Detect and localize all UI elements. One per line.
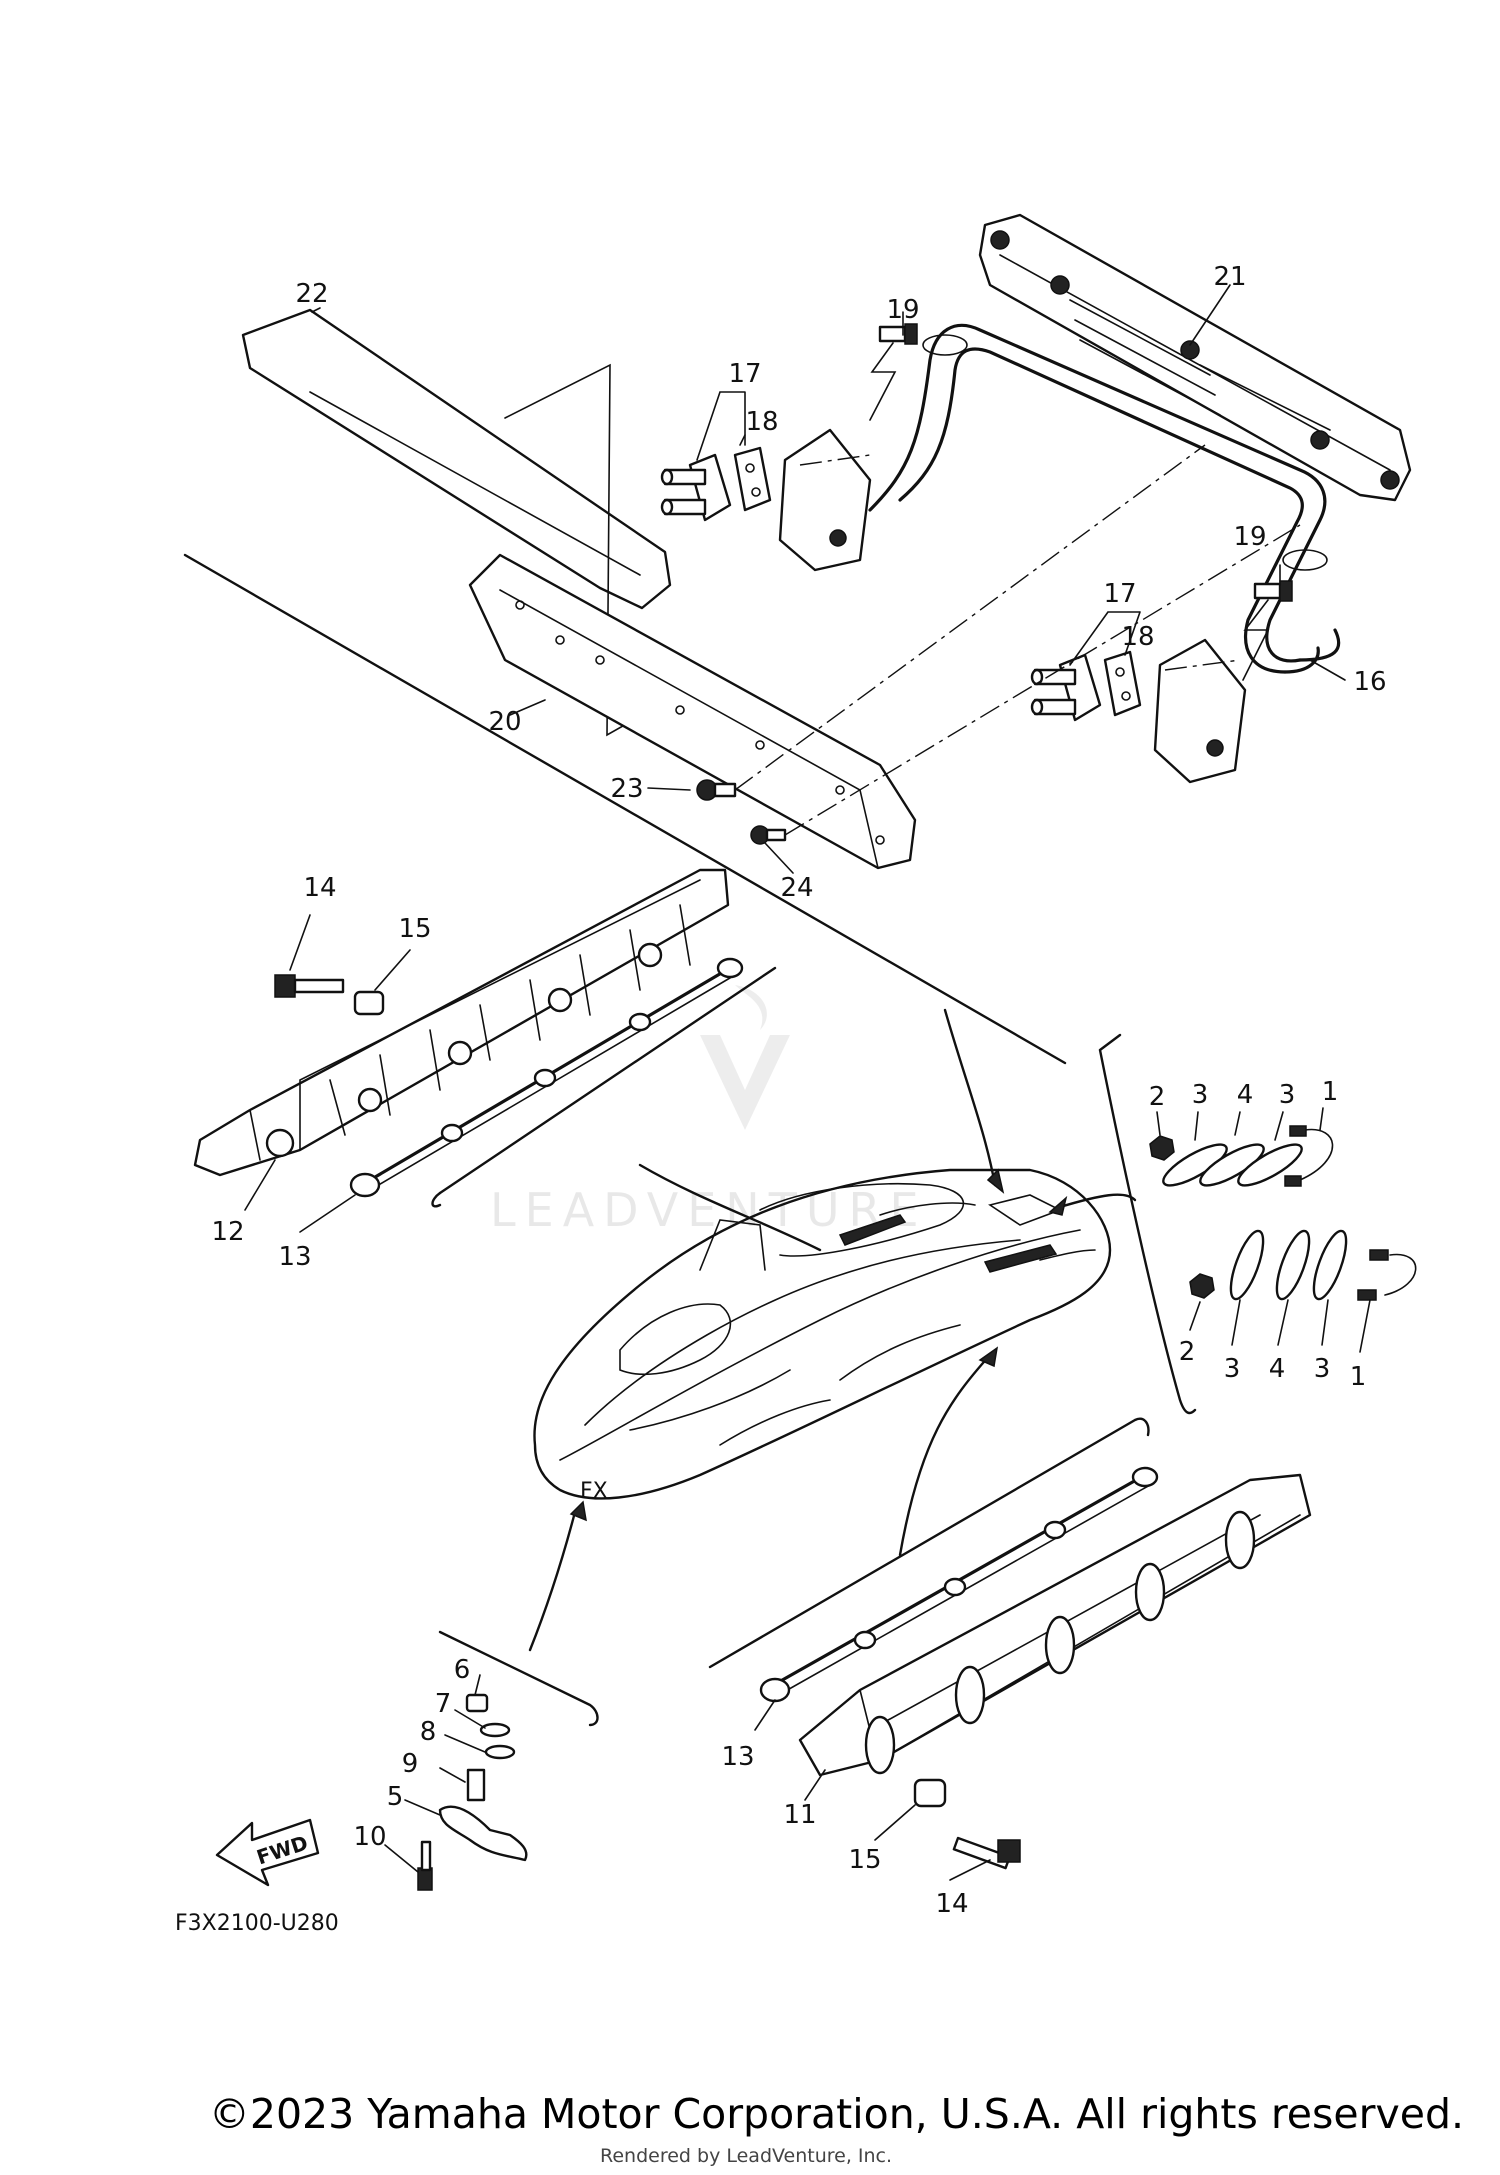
- callout-18-upper: 18: [745, 407, 778, 437]
- bolt-14b: [952, 1836, 1021, 1870]
- rail-studs-13: [349, 957, 744, 1198]
- washer-3c: [1229, 1229, 1265, 1301]
- rail-group-frame: [438, 966, 777, 1195]
- collar-15b: [913, 1778, 947, 1808]
- nut-2b: [1189, 1273, 1215, 1299]
- callout-8: 8: [420, 1717, 437, 1747]
- callout-24: 24: [780, 873, 813, 903]
- callout-18-lower: 18: [1121, 622, 1154, 652]
- callout-9: 9: [402, 1749, 419, 1779]
- bolt-9: [466, 1768, 486, 1802]
- watermark-text: LEADVENTURE: [490, 1183, 928, 1237]
- collar-15a: [353, 990, 385, 1016]
- callout-3-lower-b: 3: [1314, 1354, 1331, 1384]
- callout-23: 23: [610, 774, 643, 804]
- callout-3-lower-a: 3: [1224, 1354, 1241, 1384]
- side-rail-lower-assembly: [708, 1417, 1312, 1881]
- callout-22: 22: [295, 279, 328, 309]
- boarding-step-assembly: [183, 213, 1412, 1065]
- washer-3b: [1237, 1143, 1303, 1187]
- callout-2-upper: 2: [1149, 1082, 1166, 1112]
- screw-10: [417, 1867, 433, 1891]
- callout-13-upper: 13: [278, 1242, 311, 1272]
- u-bolt-1b: [1384, 1253, 1417, 1296]
- callout-19-lower: 19: [1233, 522, 1266, 552]
- washer-8: [484, 1744, 516, 1760]
- fwd-arrow-icon: FWD: [215, 1818, 320, 1887]
- callout-1-upper: 1: [1322, 1077, 1339, 1107]
- handle-hardware-assembly: [1098, 1033, 1417, 1415]
- gasket-18a: [733, 446, 772, 512]
- leadventure-watermark: LEADVENTURE: [490, 985, 928, 1237]
- handle-bar-16: [868, 323, 1327, 674]
- callout-20: 20: [488, 707, 521, 737]
- callout-16: 16: [1353, 667, 1386, 697]
- group-divider-line: [183, 553, 1067, 1065]
- watercraft-illustration: FX: [528, 1008, 1137, 1652]
- spacer-4b: [1275, 1229, 1311, 1301]
- callout-15-lower: 15: [848, 1845, 881, 1875]
- callout-3-upper-b: 3: [1279, 1080, 1296, 1110]
- callout-17-upper: 17: [728, 359, 761, 389]
- screw-23: [696, 779, 737, 801]
- callout-14-upper: 14: [303, 873, 336, 903]
- gasket-18b: [1103, 650, 1142, 717]
- arrow-to-rail: [638, 1163, 822, 1252]
- stud-plate-17a: [660, 453, 732, 522]
- stud-plate-17b: [1030, 653, 1102, 722]
- washer-7: [479, 1722, 511, 1738]
- callout-17-lower: 17: [1103, 579, 1136, 609]
- nut-6: [465, 1693, 489, 1713]
- washer-3a: [1162, 1143, 1228, 1187]
- callout-2-lower: 2: [1179, 1337, 1196, 1367]
- callout-6: 6: [454, 1655, 471, 1685]
- callout-3-upper-a: 3: [1192, 1080, 1209, 1110]
- callout-5: 5: [387, 1782, 404, 1812]
- arrow-to-step: [943, 1008, 997, 1187]
- side-rail-upper-assembly: [193, 868, 777, 1233]
- callout-14-lower: 14: [935, 1889, 968, 1919]
- callout-1-lower: 1: [1350, 1362, 1367, 1392]
- bolt-19b: [1253, 580, 1293, 602]
- diagram-code: F3X2100-U280: [175, 1911, 339, 1936]
- arrow-to-hook: [528, 1510, 577, 1652]
- mount-block-left: [778, 428, 872, 572]
- tow-hook-assembly: FWD: [215, 1630, 599, 1891]
- rendered-by-credit: Rendered by LeadVenture, Inc.: [600, 2145, 893, 2167]
- washer-3d: [1312, 1229, 1348, 1301]
- callout-13-lower: 13: [721, 1742, 754, 1772]
- nut-2a: [1149, 1135, 1175, 1161]
- svg-text:FX: FX: [580, 1479, 608, 1504]
- step-bracket-20: [468, 553, 917, 870]
- callout-21: 21: [1213, 262, 1246, 292]
- screw-24: [750, 825, 787, 845]
- callout-19-upper: 19: [886, 295, 919, 325]
- callout-11: 11: [783, 1800, 816, 1830]
- copyright-notice: ©2023 Yamaha Motor Corporation, U.S.A. A…: [208, 2090, 1464, 2138]
- hook-5: [438, 1805, 528, 1862]
- callout-7: 7: [435, 1689, 452, 1719]
- arrow-to-lower-rail: [898, 1353, 992, 1557]
- spacer-4a: [1199, 1143, 1265, 1187]
- callout-4-upper: 4: [1237, 1080, 1254, 1110]
- arrow-to-handle-hardware: [1058, 1193, 1137, 1209]
- callout-12: 12: [211, 1217, 244, 1247]
- callout-10: 10: [353, 1822, 386, 1852]
- callout-labels: 22 19 17 18 21 19 17 18 16 20 23 24 14 1…: [211, 262, 1386, 1919]
- u-bolt-1a: [1299, 1128, 1334, 1181]
- bolt-14a: [274, 974, 345, 998]
- step-pad-22: [241, 308, 672, 610]
- rail-studs-13b: [759, 1466, 1159, 1703]
- callout-4-lower: 4: [1269, 1354, 1286, 1384]
- callout-15-upper: 15: [398, 914, 431, 944]
- bolt-19a: [878, 323, 918, 345]
